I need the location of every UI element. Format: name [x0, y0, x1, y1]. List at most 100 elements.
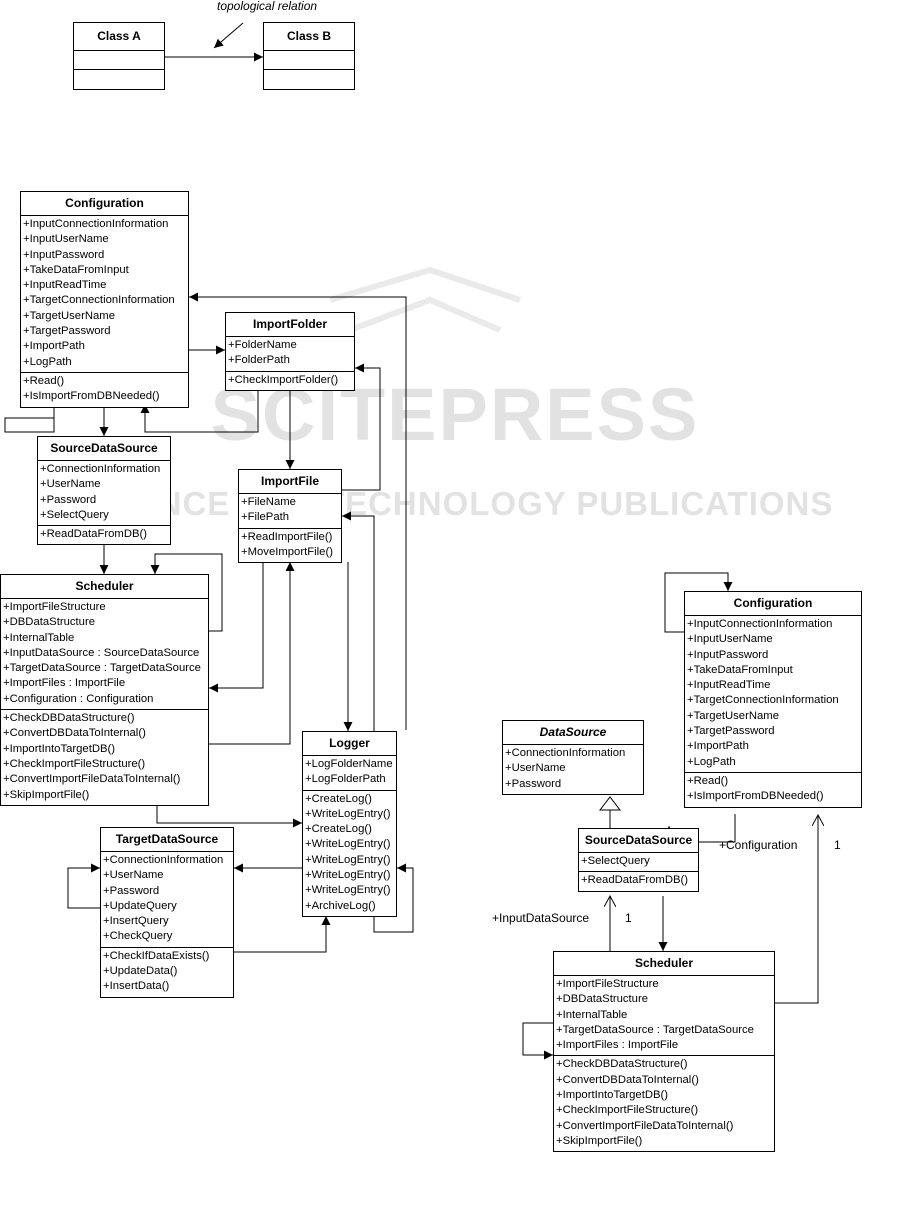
attribute: +ImportFileStructure [556, 978, 659, 990]
right-class-scheduler-attributes: +ImportFileStructure+DBDataStructure+Int… [554, 976, 774, 1057]
attribute: +TargetConnectionInformation [687, 694, 839, 707]
edge-logger-importfile [342, 511, 375, 731]
label-input-role: +InputDataSource [492, 911, 590, 925]
operation: +ConvertDBDataToInternal() [3, 727, 146, 740]
left-class-configuration-title: Configuration [21, 192, 188, 216]
watermark-sub-text: SCIENCE AND TECHNOLOGY PUBLICATIONS [77, 485, 834, 522]
operation: +IsImportFromDBNeeded() [687, 790, 824, 803]
attribute: +ImportFileStructure [3, 601, 106, 613]
attribute: +DBDataStructure [3, 616, 95, 629]
operation: +CheckIfDataExists() [103, 949, 210, 962]
attribute: +TargetDataSource : TargetDataSource [3, 662, 201, 675]
edge-importfile-importfolder [342, 363, 381, 491]
operation: +InsertData() [103, 980, 170, 993]
label-config-role: +Configuration [719, 838, 798, 852]
operation: +ImportIntoTargetDB() [3, 742, 116, 755]
attribute: +InputPassword [23, 248, 105, 261]
attribute: +TargetUserName [687, 709, 779, 722]
operation: +WriteLogEntry() [305, 853, 391, 866]
edge-config-self [4, 404, 55, 433]
attribute: +Password [505, 777, 562, 790]
operation: +ReadImportFile() [241, 530, 333, 543]
right-class-datasource-attributes: +ConnectionInformation+UserName+Password [503, 745, 643, 794]
operation: +ImportIntoTargetDB() [556, 1089, 669, 1102]
attribute: +InputPassword [687, 648, 769, 661]
right-class-configuration-attributes: +InputConnectionInformation +InputUserNam… [685, 616, 861, 773]
attribute: +InternalTable [3, 631, 75, 644]
label-input-multiplicity: 1 [625, 911, 632, 925]
legend-relation-label: topological relation [217, 0, 318, 13]
attribute: +TargetConnectionInformation [23, 294, 175, 307]
left-class-logger-title: Logger [303, 732, 396, 756]
operation: +WriteLogEntry() [305, 884, 391, 897]
attribute: +ImportFiles : ImportFile [3, 677, 126, 690]
left-class-importfolder-operations: +CheckImportFolder() [226, 372, 354, 390]
attribute: +LogFolderPath [305, 773, 386, 786]
right-class-datasource: DataSource+ConnectionInformation+UserNam… [502, 720, 644, 795]
edge-target-self [67, 863, 100, 909]
attribute: +TakeDataFromInput [687, 663, 793, 676]
attribute: +SelectQuery [40, 508, 109, 521]
left-class-sourcedatasource-operations: +ReadDataFromDB() [38, 526, 170, 544]
operation: +UpdateData() [103, 965, 178, 978]
operation: +WriteLogEntry() [305, 807, 391, 820]
operation: +ArchiveLog() [305, 899, 376, 912]
operation: +CheckImportFolder() [228, 373, 339, 386]
attribute: +ConnectionInformation [505, 747, 626, 759]
generalization-triangle [598, 796, 622, 811]
attribute: +TargetPassword [687, 725, 775, 738]
attribute: +TargetPassword [23, 325, 111, 338]
left-class-targetdatasource-operations: +CheckIfDataExists() +UpdateData() +Insert… [101, 948, 233, 997]
left-class-targetdatasource-title: TargetDataSource [101, 828, 233, 852]
left-class-importfile: ImportFile +FileName +FilePath +ReadImportF… [238, 469, 342, 564]
attribute: +FileName [241, 496, 296, 508]
right-class-sourcedatasource: SourceDataSource+SelectQuery+ReadDataFro… [578, 828, 699, 892]
right-class-sourcedatasource-attributes: +SelectQuery [579, 853, 698, 873]
attribute: +LogPath [23, 355, 72, 368]
right-class-scheduler-title: Scheduler [554, 952, 774, 976]
left-class-scheduler-attributes: +ImportFileStructure +DBDataStructure +Int… [1, 599, 208, 711]
operation: +CheckDBDataStructure() [556, 1058, 688, 1071]
operation: +ConvertDBDataToInternal() [556, 1073, 699, 1086]
right-class-configuration-title: Configuration [685, 592, 861, 616]
operation: +CheckImportFileStructure() [556, 1104, 699, 1117]
attribute: +Password [103, 884, 160, 897]
left-class-sourcedatasource: SourceDataSource+ConnectionInformation+U… [37, 436, 171, 546]
operation: +MoveImportFile() [241, 545, 333, 558]
edge-rscheduler-self [522, 1022, 553, 1060]
attribute: +ImportPath [23, 340, 85, 353]
attribute: +LogPath [687, 755, 736, 768]
left-class-importfile-title: ImportFile [239, 470, 341, 494]
operation: +WriteLogEntry() [305, 869, 391, 882]
operation: +ReadDataFromDB() [40, 528, 148, 541]
attribute: +LogFolderName [305, 758, 393, 770]
edge-rconfig-self [664, 572, 733, 633]
left-class-sourcedatasource-title: SourceDataSource [38, 437, 170, 461]
legend-class-b-attrs [264, 51, 354, 70]
attribute: +ConnectionInformation [103, 854, 224, 866]
left-class-sourcedatasource-attributes: +ConnectionInformation+UserName+Password… [38, 461, 170, 527]
right-class-scheduler-operations: +CheckDBDataStructure() +ConvertDBDataToI… [554, 1056, 774, 1151]
watermark-logo [329, 266, 521, 333]
attribute: +FilePath [241, 511, 290, 524]
legend-class-a: Class A [73, 22, 165, 90]
left-class-scheduler-operations: +CheckDBDataStructure()+ConvertDBDataToI… [1, 710, 208, 805]
attribute: +ConnectionInformation [40, 463, 161, 475]
attribute: +InputUserName [23, 233, 109, 246]
left-class-configuration-operations: +Read()+IsImportFromDBNeeded() [21, 373, 188, 407]
right-class-sourcedatasource-title: SourceDataSource [579, 829, 698, 853]
legend-class-a-attrs [74, 51, 164, 70]
attribute: +Configuration : Configuration [3, 692, 154, 705]
attribute: +TargetDataSource : TargetDataSource [556, 1023, 754, 1036]
operation: +IsImportFromDBNeeded() [23, 390, 160, 403]
attribute: +InputUserName [687, 633, 773, 646]
legend-class-a-title: Class A [74, 23, 164, 51]
attribute: +InputConnectionInformation [687, 618, 833, 630]
attribute: +UpdateQuery [103, 899, 177, 912]
operation: +CreateLog() [305, 792, 372, 805]
attribute: +UserName [103, 869, 164, 882]
attribute: +ImportPath [687, 740, 749, 753]
edge-logger-self [373, 863, 414, 933]
operation: +CheckImportFileStructure() [3, 757, 146, 770]
